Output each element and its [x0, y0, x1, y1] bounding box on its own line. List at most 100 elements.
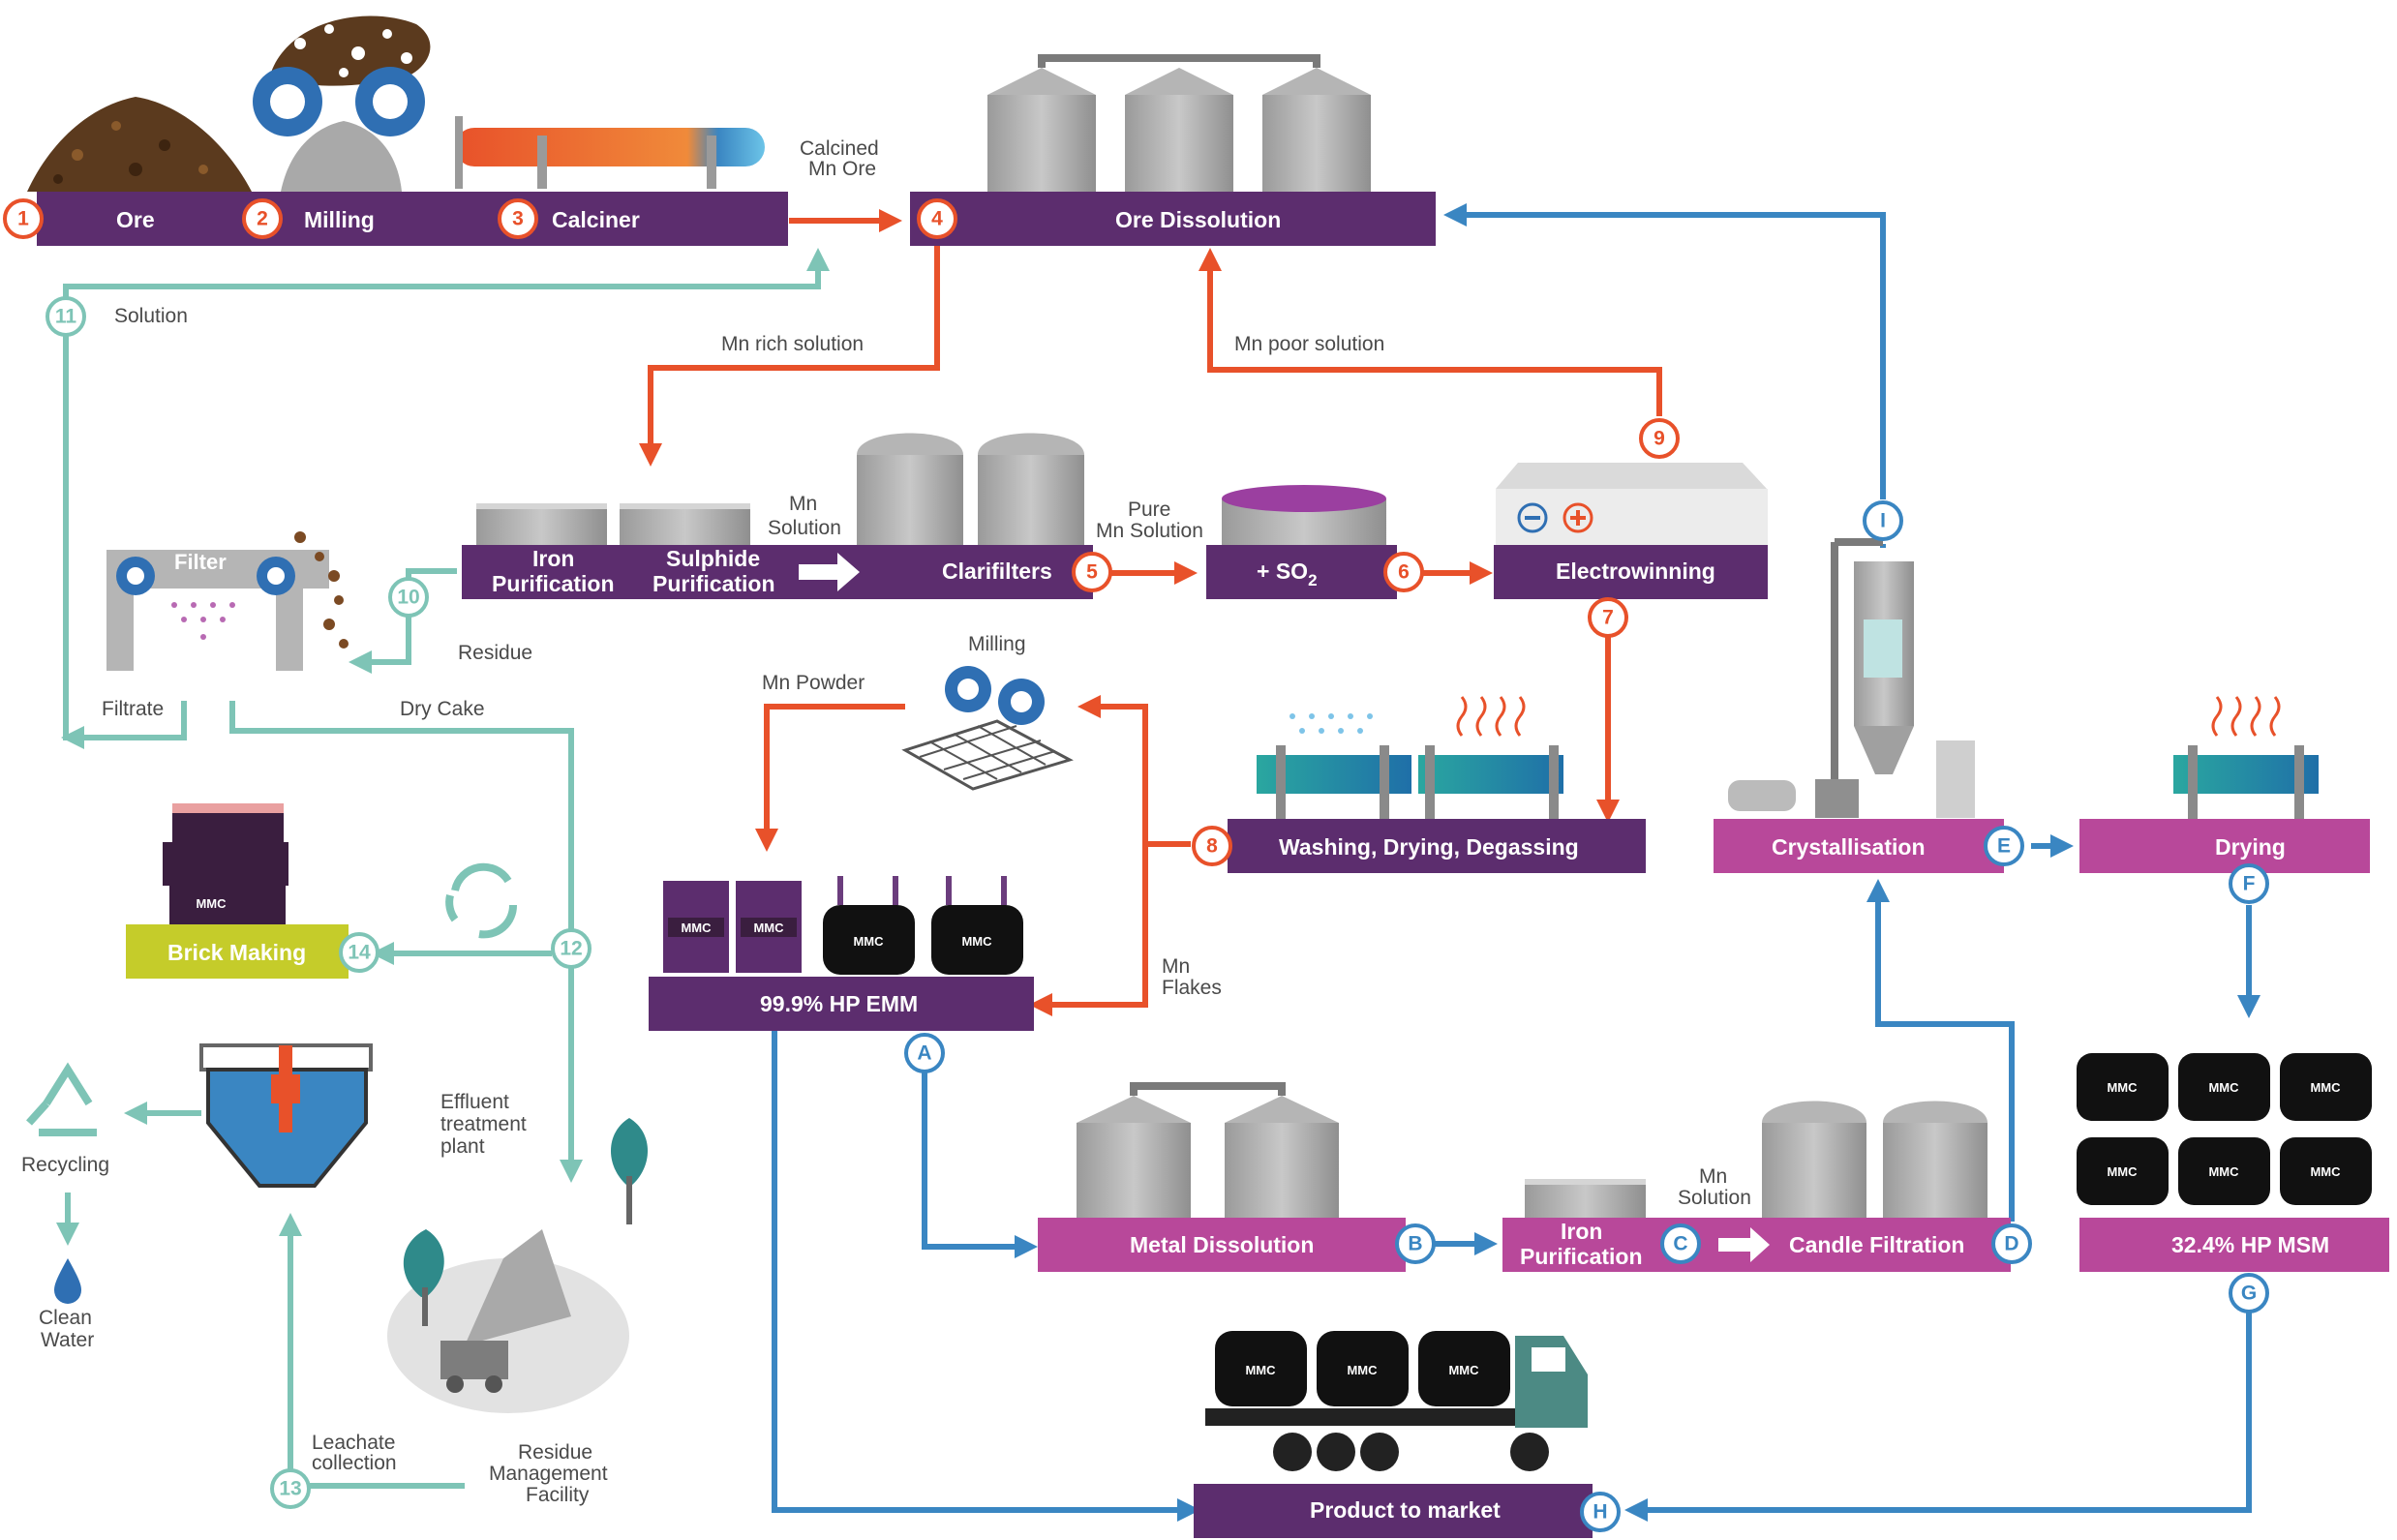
svg-text:11: 11 [55, 306, 77, 328]
crystallisation-bar [1714, 819, 2004, 873]
brick-making-label: Brick Making [167, 940, 306, 965]
solution-label: Solution [114, 305, 188, 327]
water-spray-icon [1290, 713, 1373, 734]
so2-label: + SO2 [1257, 559, 1318, 589]
svg-text:E: E [1997, 835, 2011, 858]
washing-bar [1228, 819, 1646, 873]
brand-label: MMC [2310, 1080, 2341, 1095]
step-badge-g: G [2229, 1273, 2269, 1314]
crystallisation-label: Crystallisation [1772, 834, 1926, 860]
brick-stack-icon: MMC [163, 803, 288, 924]
svg-text:9: 9 [1654, 428, 1665, 450]
step-badge-9: 9 [1639, 418, 1680, 459]
step-badge-d: D [1991, 1223, 2032, 1264]
ore-pile-icon [27, 97, 252, 192]
milling-label-2: Milling [968, 633, 1026, 655]
residue-label: Residue [458, 642, 532, 664]
electrowinning-bar [1494, 545, 1768, 599]
hp-emm-bar [649, 977, 1034, 1031]
brand-label: MMC [681, 921, 712, 935]
residue-mgmt-label-3: Facility [526, 1484, 590, 1506]
brand-label: MMC [1347, 1363, 1378, 1377]
effluent-label-2: treatment [440, 1113, 527, 1135]
iron-purification-label-2: Purification [492, 571, 615, 596]
hp-msm-label: 32.4% HP MSM [2171, 1232, 2329, 1257]
step-badge-8: 8 [1192, 826, 1232, 866]
step-badge-c: C [1660, 1223, 1701, 1264]
minus-icon [1517, 502, 1548, 533]
step-badge-11: 11 [46, 296, 86, 337]
svg-text:C: C [1673, 1233, 1687, 1255]
effluent-label-3: plant [440, 1135, 485, 1158]
pure-label-1: Pure [1128, 498, 1170, 521]
truck-icon: MMC MMC MMC [1205, 1331, 1588, 1471]
calciner-kiln-icon [455, 116, 765, 189]
svg-text:14: 14 [348, 942, 371, 964]
brand-label: MMC [2208, 1080, 2239, 1095]
brand-label: MMC [1245, 1363, 1276, 1377]
clarifilters-label: Clarifilters [942, 559, 1052, 584]
effluent-label-1: Effluent [440, 1091, 509, 1113]
step-badge-b: B [1395, 1223, 1436, 1264]
brick-making-bar [126, 924, 349, 979]
candle-filtration-label: Candle Filtration [1789, 1232, 1964, 1257]
ore-dissolution-bar [910, 192, 1436, 246]
mn-poor-label: Mn poor solution [1234, 333, 1384, 355]
step-badge-10: 10 [388, 577, 429, 618]
residue-mgmt-label-1: Residue [518, 1441, 592, 1464]
svg-text:4: 4 [931, 208, 943, 230]
purification-tanks-icon [476, 433, 1084, 545]
mn-solution-label-1: Mn [789, 493, 817, 515]
brand-label: MMC [753, 921, 784, 935]
step-badge-f: F [2229, 863, 2269, 904]
iron-purification-label-1: Iron [532, 546, 574, 571]
heat-icon [1456, 696, 1526, 737]
filtrate-label: Filtrate [102, 698, 164, 720]
brand-label: MMC [853, 934, 884, 949]
mn-solution-b-label-1: Mn [1699, 1165, 1727, 1188]
filter-press-icon: Filter [106, 531, 349, 671]
ore-dissolution-label: Ore Dissolution [1115, 207, 1281, 232]
step-badge-e: E [1984, 826, 2024, 866]
brand-label: MMC [1448, 1363, 1479, 1377]
leachate-label-1: Leachate [312, 1432, 395, 1454]
step-badge-7: 7 [1588, 597, 1628, 638]
svg-text:G: G [2241, 1283, 2257, 1305]
purification-bar [462, 545, 1093, 599]
calcined-label-1: Calcined [800, 137, 879, 160]
filter-label: Filter [174, 550, 227, 574]
drying-belt-icon [2173, 696, 2319, 819]
ore-bar [37, 192, 788, 246]
step-badge-i: I [1863, 500, 1903, 541]
svg-text:10: 10 [397, 587, 419, 609]
brick-brand-label: MMC [196, 896, 227, 911]
step-badge-h: H [1580, 1492, 1621, 1532]
svg-text:6: 6 [1398, 561, 1410, 584]
clean-water-label-2: Water [41, 1329, 94, 1351]
milling-label: Milling [304, 207, 375, 232]
electrowinning-cell-icon [1496, 463, 1768, 545]
step-badge-1: 1 [3, 198, 44, 239]
iron-purification-b-label-2: Purification [1520, 1244, 1643, 1269]
svg-text:12: 12 [560, 938, 582, 960]
step-badges: 1 2 3 4 5 6 7 8 9 10 11 12 13 14 A B C D… [3, 198, 2269, 1532]
iron-purification-b-label-1: Iron [1561, 1219, 1602, 1244]
plus-icon [1563, 502, 1593, 533]
flow-labels: Calcined Mn Ore Solution Mn rich solutio… [21, 137, 1751, 1506]
step-badge-13: 13 [270, 1468, 311, 1509]
calciner-label: Calciner [552, 207, 640, 232]
svg-text:13: 13 [279, 1478, 301, 1500]
crusher-icon [253, 15, 431, 192]
leachate-label-2: collection [312, 1452, 397, 1474]
brand-label: MMC [2208, 1164, 2239, 1179]
so2-tank-icon [1222, 485, 1386, 545]
step-badge-4: 4 [917, 198, 957, 239]
ore-label: Ore [116, 207, 155, 232]
arrow-right-icon [799, 553, 860, 591]
dissolution-tanks-icon [987, 54, 1371, 192]
hp-emm-packaging-icon: MMC MMC MMC MMC [663, 876, 1023, 975]
hp-msm-bar [2079, 1218, 2389, 1272]
step-badge-a: A [904, 1033, 945, 1073]
process-bars: Ore Milling Calciner Ore Dissolution Iro… [37, 192, 2389, 1538]
